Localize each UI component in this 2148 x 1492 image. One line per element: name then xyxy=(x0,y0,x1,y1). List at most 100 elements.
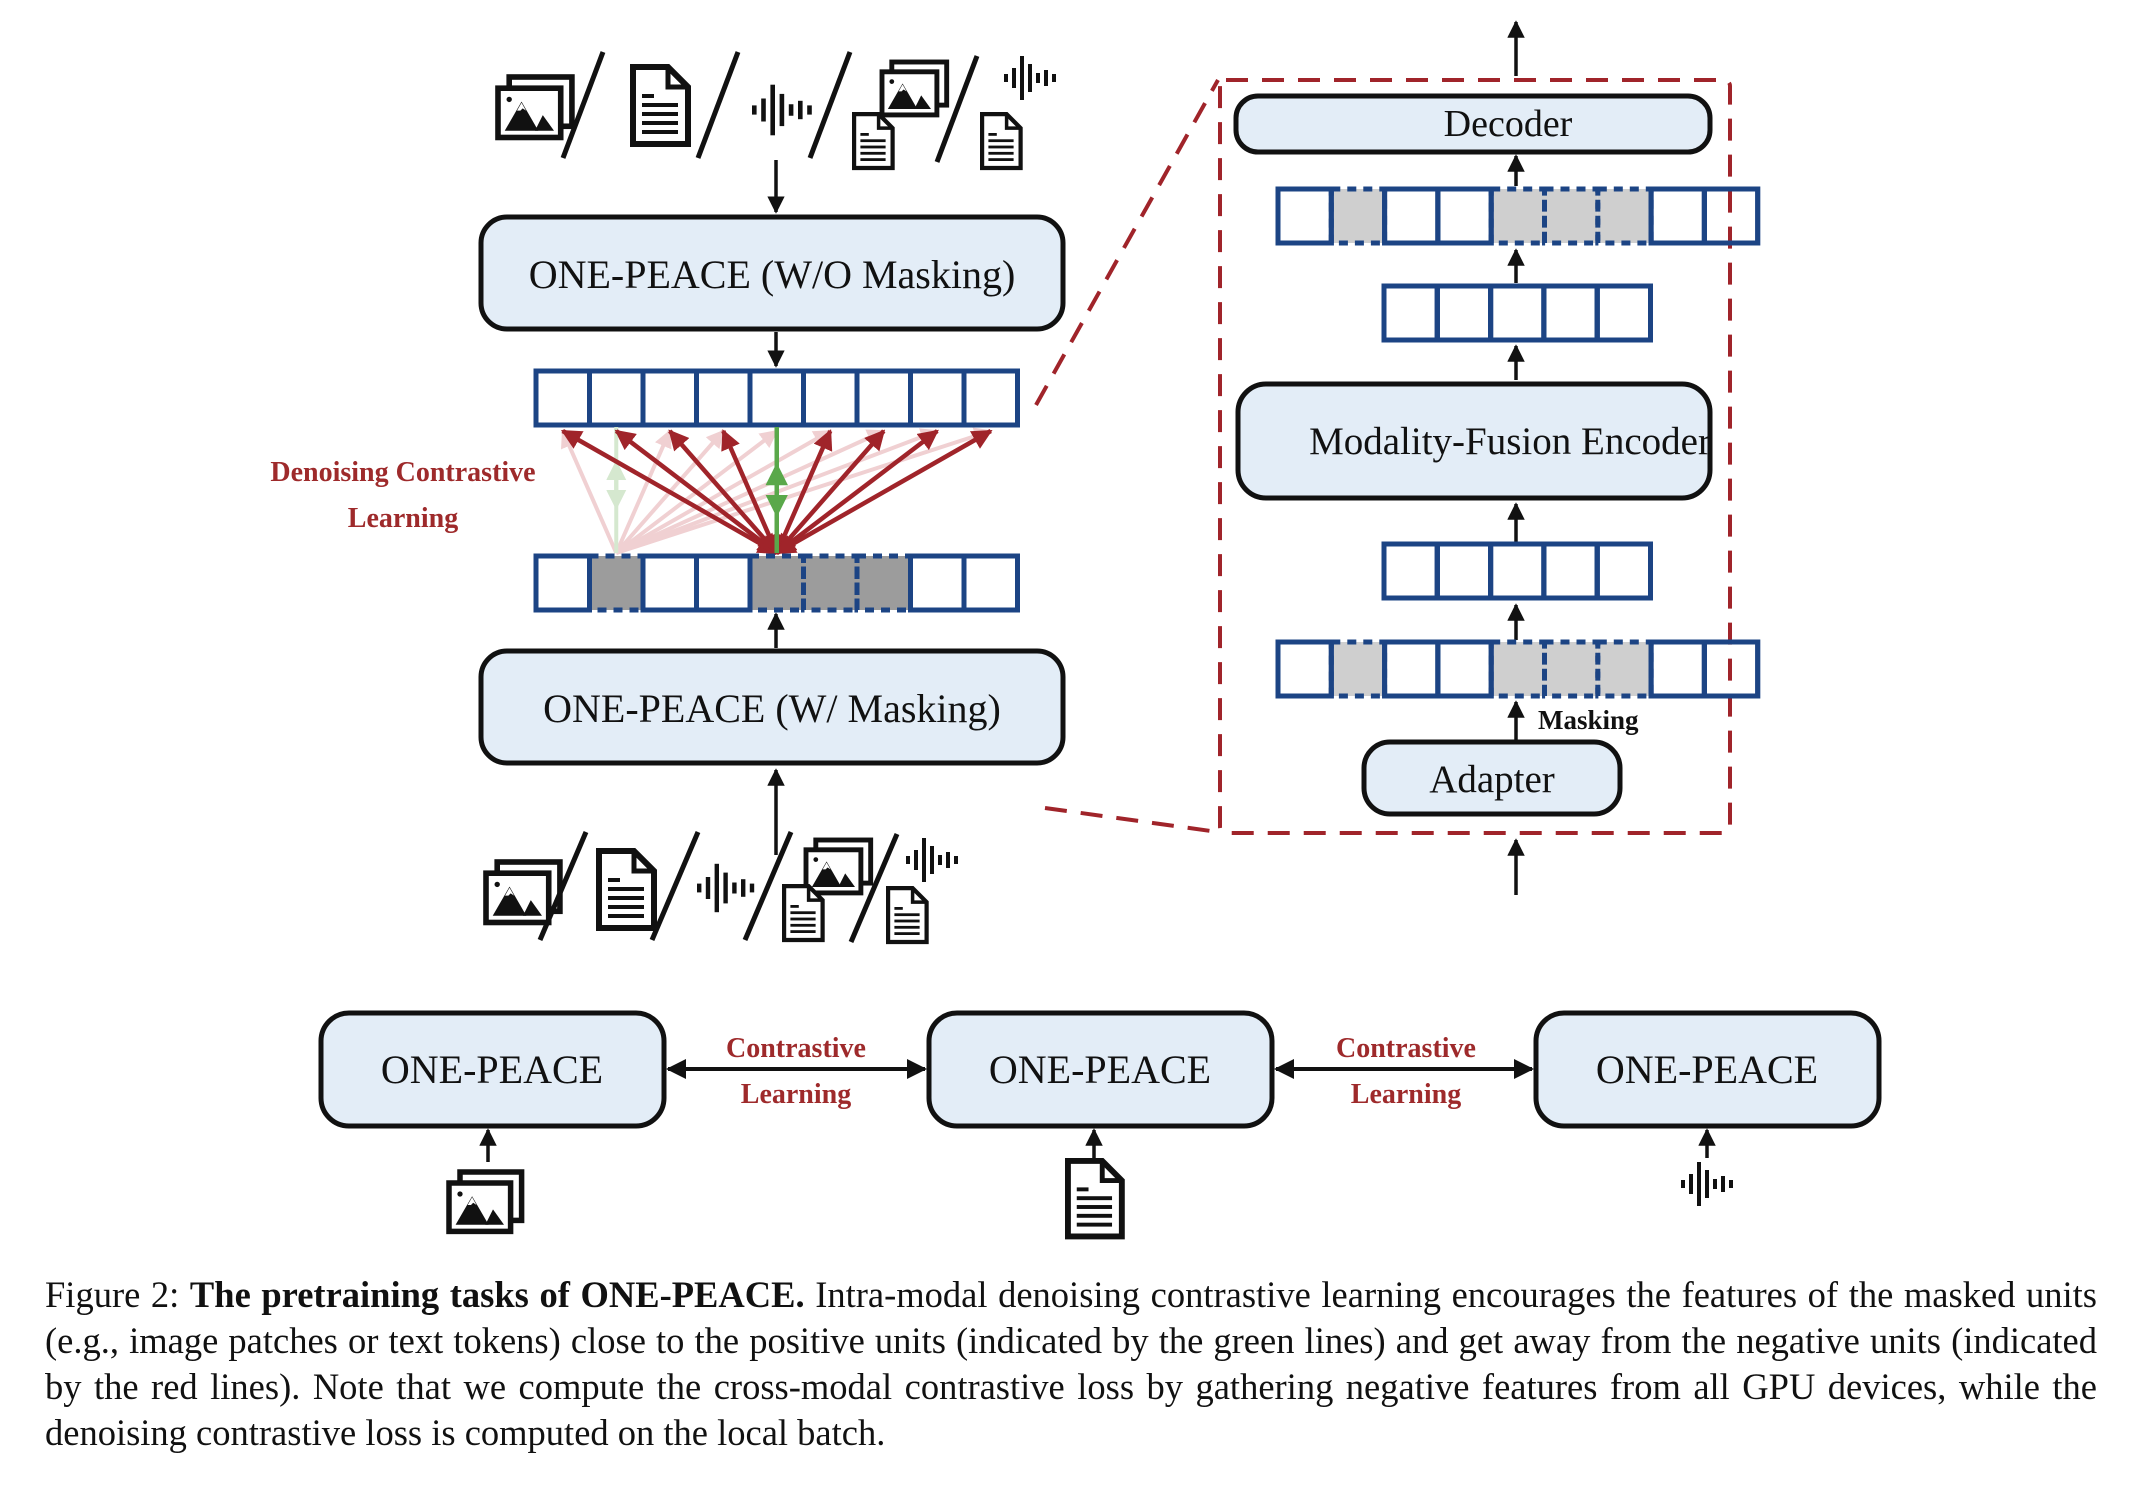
contrastive-label-2-line1: Contrastive xyxy=(1336,1033,1476,1064)
masked-token-cell xyxy=(1544,189,1598,243)
unmasked-feature-row xyxy=(533,368,1020,428)
token-cell-border xyxy=(587,368,646,428)
contrastive-encoder-text[interactable]: ONE-PEACE xyxy=(926,1010,1275,1129)
contrastive-encoder-audio[interactable]: ONE-PEACE xyxy=(1533,1010,1882,1129)
token-cell xyxy=(961,553,1020,613)
token-cell-border xyxy=(908,553,967,613)
token-cell xyxy=(1275,186,1334,246)
caption-body: Intra-modal denoising contrastive learni… xyxy=(45,1274,2097,1453)
zoom-connector-bottom xyxy=(1044,806,1219,834)
token-cell xyxy=(747,368,806,428)
image-icon xyxy=(449,1172,522,1231)
token-cell-border xyxy=(694,368,753,428)
negative-arrow xyxy=(668,429,779,555)
token-cell-border xyxy=(1275,639,1334,699)
token-cell-border xyxy=(1594,541,1653,601)
token-cell-border xyxy=(908,368,967,428)
masked-feature-row xyxy=(533,553,1020,613)
token-cell xyxy=(587,368,646,428)
token-cell-border xyxy=(1541,541,1600,601)
negative-arrow-faded xyxy=(560,429,619,554)
masked-token-cell xyxy=(750,556,804,610)
top-input-icons xyxy=(498,51,1056,168)
token-cell-border xyxy=(1701,639,1761,699)
masked-token-cell xyxy=(1331,189,1385,243)
token-cell-border xyxy=(640,368,699,428)
token-cell-border xyxy=(1382,186,1441,246)
document-icon xyxy=(1068,1161,1122,1236)
adapter-label: Adapter xyxy=(1429,758,1555,801)
document-icon xyxy=(633,67,688,144)
token-cell xyxy=(1488,283,1547,343)
audio-icon xyxy=(697,863,755,913)
separator-slash xyxy=(695,51,741,159)
denoising-contrastive-arrows xyxy=(560,427,993,555)
token-cell xyxy=(533,368,592,428)
token-cell xyxy=(1488,541,1547,601)
decoder-block[interactable]: Decoder xyxy=(1233,93,1713,155)
negative-arrow xyxy=(721,429,779,555)
separator-slash xyxy=(742,831,794,941)
contrastive-label-1-line2: Learning xyxy=(741,1079,851,1110)
negative-arrow xyxy=(775,429,886,555)
decoder-label: Decoder xyxy=(1444,103,1573,145)
encoder-with-masking[interactable]: ONE-PEACE (W/ Masking) xyxy=(478,648,1066,766)
token-cell xyxy=(1382,639,1441,699)
adapter-block[interactable]: Adapter xyxy=(1361,739,1623,817)
token-cell-border xyxy=(640,553,699,613)
token-cell xyxy=(1275,639,1334,699)
token-cell-border xyxy=(961,553,1020,613)
token-cell-border xyxy=(1275,186,1334,246)
masked-token-cell xyxy=(1491,642,1545,696)
masked-token-cell xyxy=(803,556,857,610)
token-cell-border xyxy=(1435,639,1494,699)
masked-token-cell xyxy=(1544,642,1598,696)
token-cell xyxy=(908,368,967,428)
masked-token-cell xyxy=(1597,189,1652,243)
token-cell xyxy=(1594,283,1653,343)
token-cell xyxy=(1541,541,1600,601)
encoder-without-masking-label: ONE-PEACE (W/O Masking) xyxy=(529,252,1016,297)
masked-token-cell xyxy=(1491,189,1545,243)
token-cell xyxy=(908,553,967,613)
masked-token-border xyxy=(1542,186,1601,246)
contrastive-encoder-text-label: ONE-PEACE xyxy=(989,1047,1211,1092)
masked-token-cell xyxy=(857,556,911,610)
token-cell-border xyxy=(1381,541,1440,601)
token-cell xyxy=(1435,639,1494,699)
token-cell xyxy=(1381,541,1440,601)
token-cell xyxy=(1648,186,1707,246)
token-cell-border xyxy=(1648,639,1707,699)
token-cell-border xyxy=(854,368,913,428)
token-cell-border xyxy=(801,368,860,428)
token-cell-border xyxy=(1488,283,1547,343)
zoom-detail-frame xyxy=(1218,78,1732,835)
token-cell xyxy=(533,553,592,613)
token-cell-border xyxy=(1434,541,1494,601)
token-cell-border xyxy=(1701,186,1761,246)
separator-slash xyxy=(848,833,900,943)
zoom-connector-top xyxy=(1034,79,1220,406)
token-cell-border xyxy=(1594,283,1653,343)
token-cell xyxy=(1648,639,1707,699)
encoder-without-masking[interactable]: ONE-PEACE (W/O Masking) xyxy=(478,214,1066,332)
token-cell xyxy=(694,553,753,613)
token-cell xyxy=(854,368,913,428)
separator-slash xyxy=(934,55,980,163)
caption-title: The pretraining tasks of ONE-PEACE. xyxy=(189,1274,805,1315)
token-cell-border xyxy=(961,368,1020,428)
pretraining-diagram: ONE-PEACE (W/O Masking) Denoising Contra… xyxy=(270,20,1882,1260)
masked-token-cell xyxy=(589,556,643,610)
token-cell xyxy=(640,553,699,613)
masking-label: Masking xyxy=(1538,705,1639,735)
contrastive-encoder-image-label: ONE-PEACE xyxy=(381,1047,603,1092)
masked-token-border xyxy=(1488,639,1547,699)
token-cell xyxy=(801,368,860,428)
token-cell-border xyxy=(533,368,592,428)
modality-fusion-encoder-block[interactable]: Modality-Fusion Encoder xyxy=(1235,381,1713,501)
caption-prefix: Figure 2: xyxy=(45,1274,190,1315)
token-cell xyxy=(1541,283,1600,343)
image-document-icon xyxy=(854,62,947,168)
bottom-input-icons xyxy=(486,831,958,943)
contrastive-encoder-image[interactable]: ONE-PEACE xyxy=(318,1010,667,1129)
